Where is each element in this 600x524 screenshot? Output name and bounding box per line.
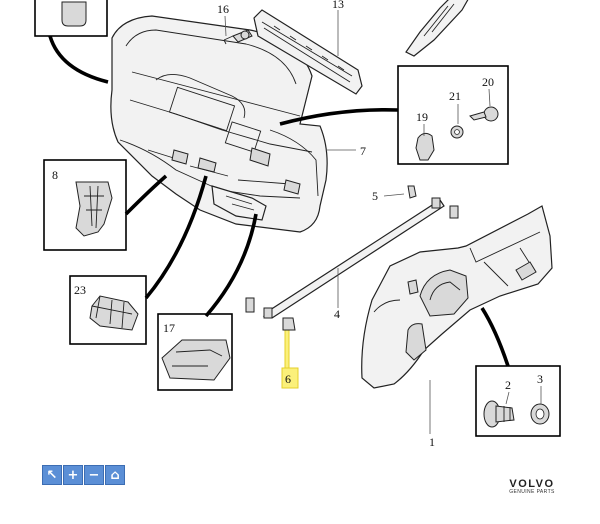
detail-box-bracket-23[interactable] xyxy=(69,275,147,345)
callout-19[interactable]: 19 xyxy=(416,110,428,124)
callout-13[interactable]: 13 xyxy=(332,0,344,11)
cursor-icon[interactable]: ↖ xyxy=(42,465,62,485)
detail-box-clip-8[interactable] xyxy=(43,159,127,251)
brand-logo: VOLVO GENUINE PARTS xyxy=(500,478,564,495)
detail-box-top-left[interactable] xyxy=(34,0,108,37)
brand-tagline: GENUINE PARTS xyxy=(509,489,555,495)
leader-lines xyxy=(224,10,431,434)
detail-box-fasteners[interactable] xyxy=(397,65,509,165)
callout-5[interactable]: 5 xyxy=(372,189,378,203)
clip-5[interactable] xyxy=(407,185,459,219)
detail-arrow xyxy=(279,107,399,126)
callout-21[interactable]: 21 xyxy=(449,89,461,103)
callout-23[interactable]: 23 xyxy=(74,283,86,297)
detail-arrow xyxy=(48,35,109,84)
detail-arrow xyxy=(480,307,510,367)
detail-box-grommet[interactable] xyxy=(475,365,561,437)
clip-small[interactable] xyxy=(245,297,255,313)
zoom-in-icon[interactable]: + xyxy=(63,465,83,485)
zoom-out-icon[interactable]: − xyxy=(84,465,104,485)
brand-name: VOLVO xyxy=(509,478,555,490)
pillar-trim-top-right[interactable] xyxy=(405,0,470,57)
diagram-toolbar: ↖ + − ⌂ xyxy=(42,465,125,485)
callout-17[interactable]: 17 xyxy=(163,321,175,335)
callout-3[interactable]: 3 xyxy=(537,372,543,386)
callout-2[interactable]: 2 xyxy=(505,378,511,392)
callout-4[interactable]: 4 xyxy=(334,307,340,321)
callout-20[interactable]: 20 xyxy=(482,75,494,89)
home-icon[interactable]: ⌂ xyxy=(105,465,125,485)
screw-16[interactable] xyxy=(223,29,253,45)
seal-strip-4[interactable] xyxy=(262,199,445,319)
highlighted-part-6[interactable] xyxy=(281,317,299,389)
callout-7[interactable]: 7 xyxy=(360,144,366,158)
callout-6[interactable]: 6 xyxy=(285,372,291,386)
detail-arrow xyxy=(144,175,208,300)
side-trim-panel[interactable] xyxy=(361,205,553,389)
callout-16[interactable]: 16 xyxy=(217,2,229,16)
detail-box-handle-17[interactable] xyxy=(157,313,233,391)
callout-1[interactable]: 1 xyxy=(429,435,435,449)
detail-arrow xyxy=(124,174,168,216)
detail-arrow xyxy=(204,213,258,318)
callout-8[interactable]: 8 xyxy=(52,168,58,182)
trim-strip-13[interactable] xyxy=(253,9,363,95)
callout-labels: 1 2 3 4 5 6 7 8 13 16 17 19 20 21 23 xyxy=(52,0,543,449)
